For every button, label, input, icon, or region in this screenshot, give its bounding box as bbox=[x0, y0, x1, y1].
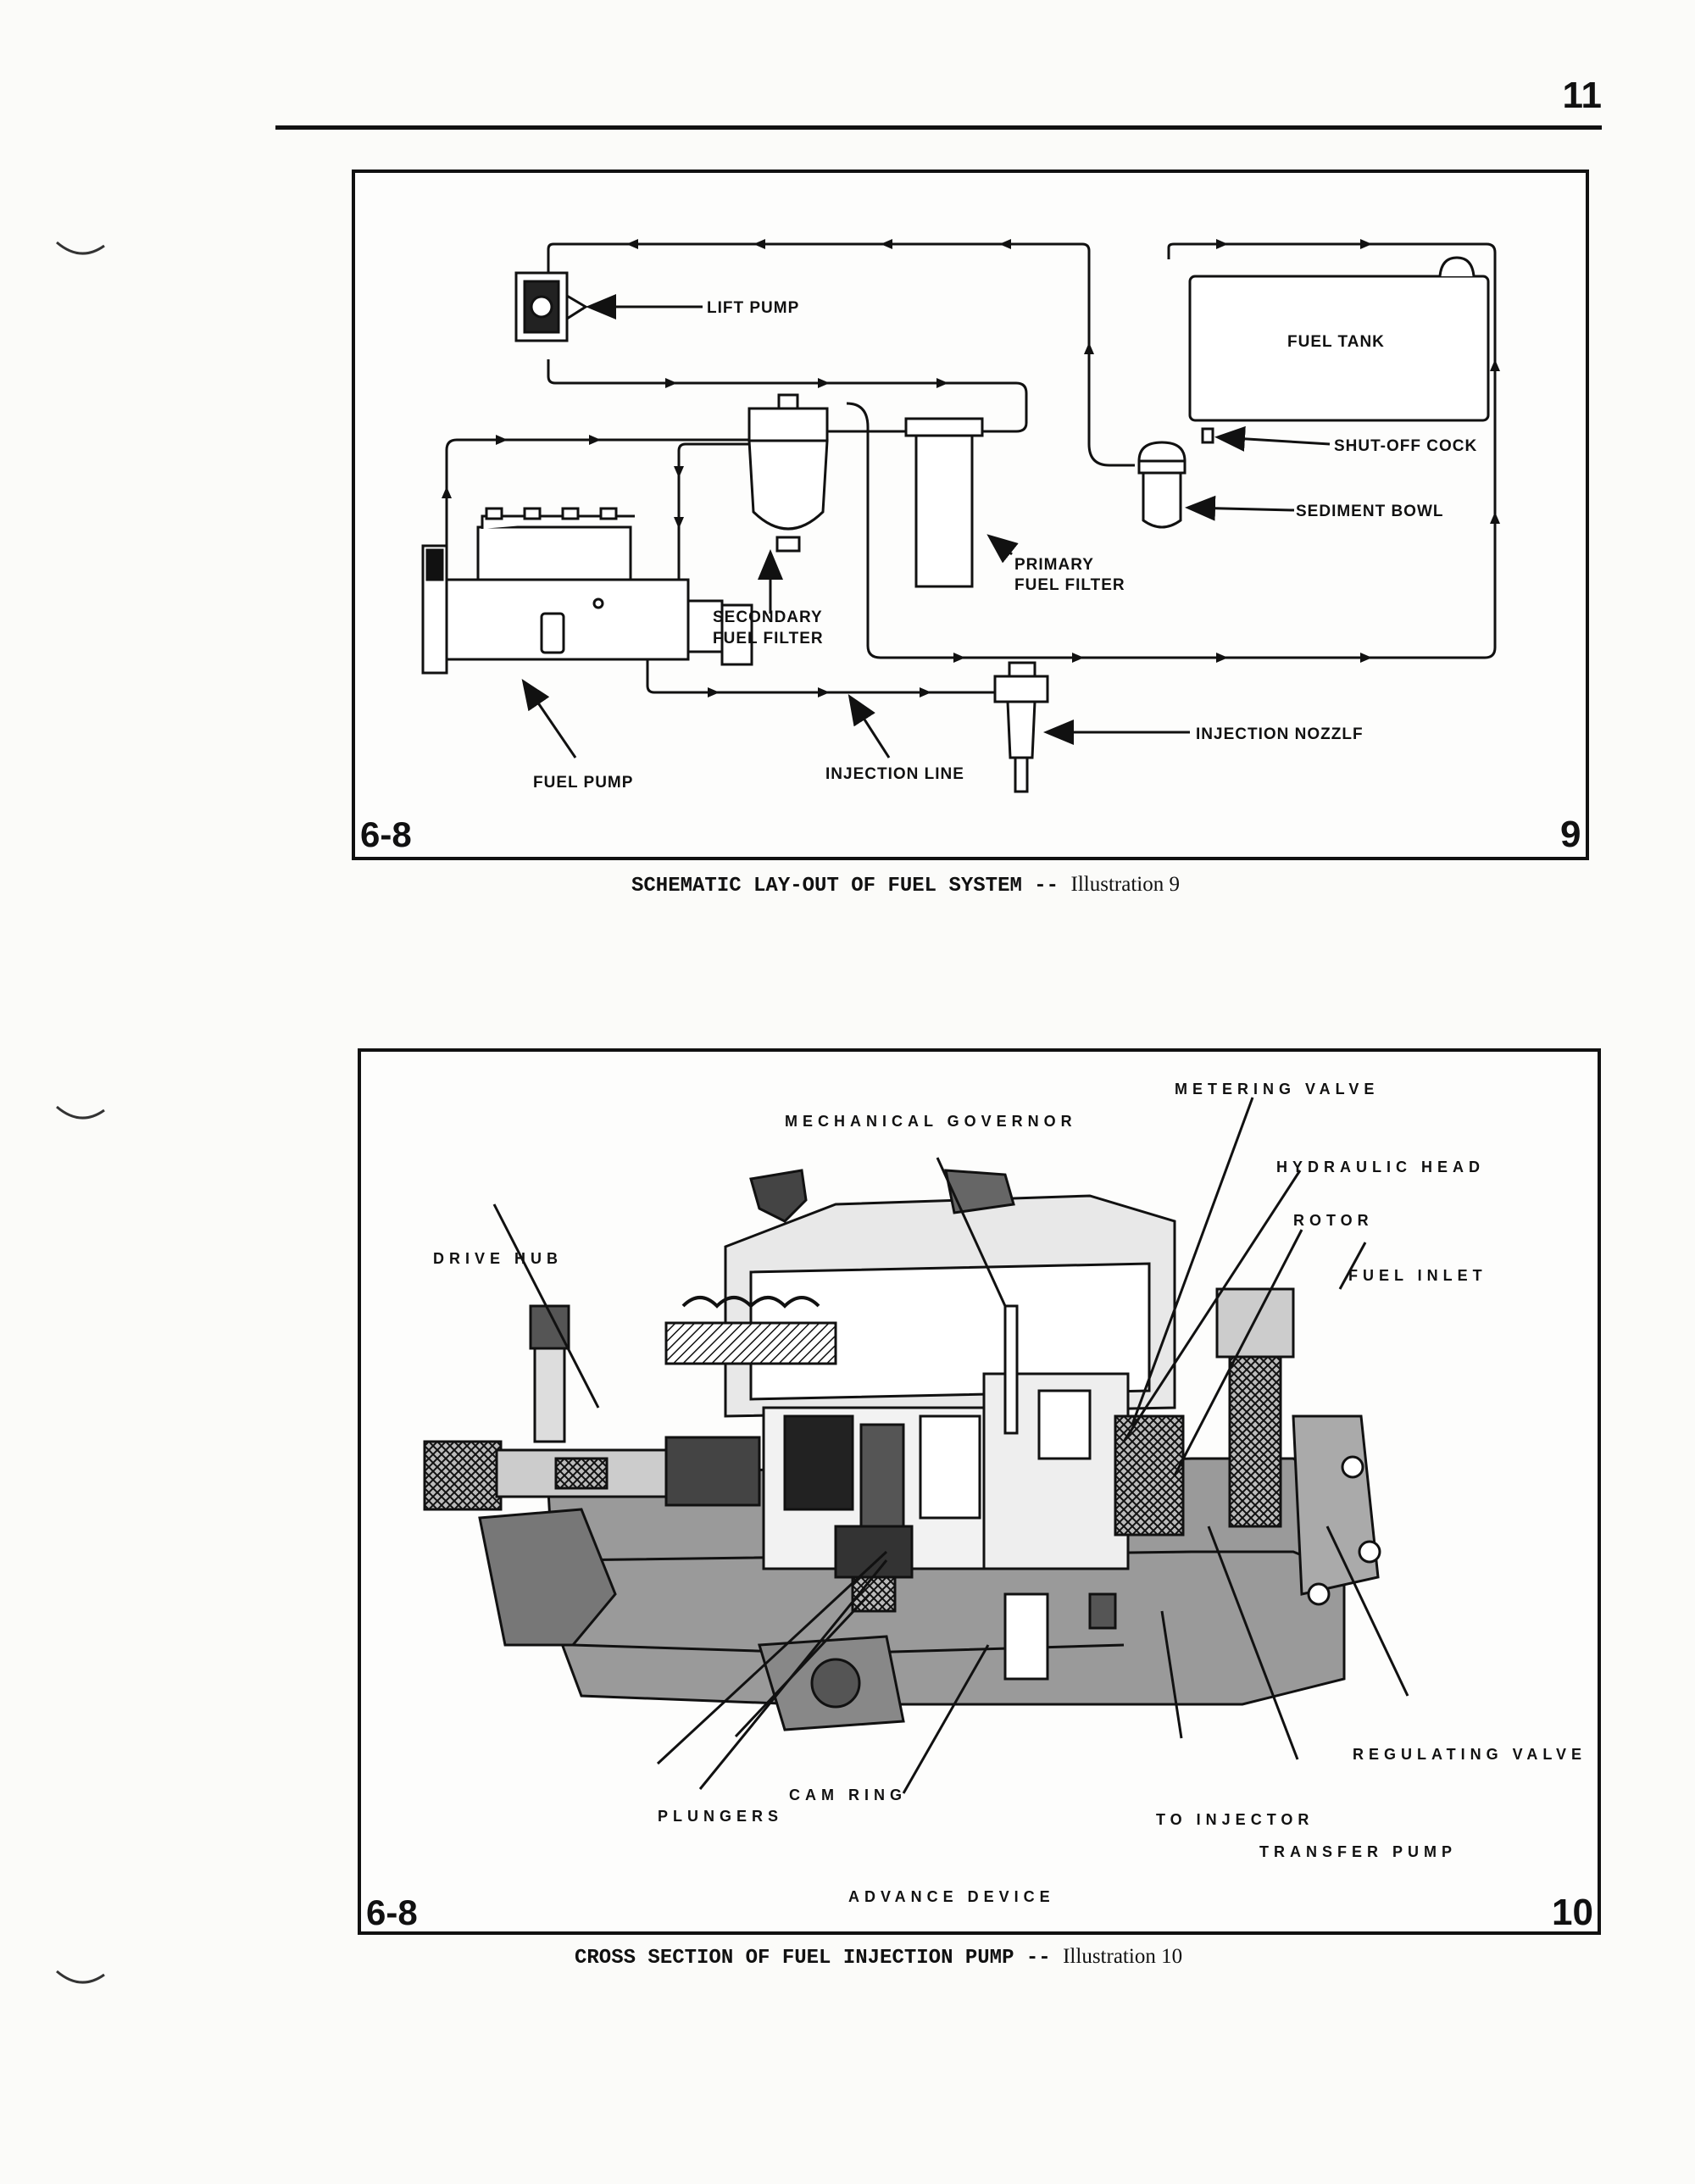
shut-off-cock-icon bbox=[1201, 427, 1214, 444]
label-rotor: ROTOR bbox=[1293, 1212, 1374, 1229]
label-fuel-pump: FUEL PUMP bbox=[533, 774, 633, 792]
header-rule bbox=[275, 125, 1602, 130]
label-primary-filter-2: FUEL FILTER bbox=[1014, 576, 1125, 594]
label-injection-nozzle: INJECTION NOZZLF bbox=[1196, 725, 1364, 743]
caption-text: SCHEMATIC LAY-OUT OF FUEL SYSTEM -- bbox=[631, 875, 1059, 897]
figure-number: 10 bbox=[1552, 1892, 1593, 1931]
label-regulating-valve: REGULATING VALVE bbox=[1353, 1746, 1587, 1763]
caption-illustration-ref: Illustration 10 bbox=[1063, 1945, 1183, 1968]
label-hydraulic-head: HYDRAULIC HEAD bbox=[1276, 1159, 1485, 1175]
label-secondary-filter-2: FUEL FILTER bbox=[713, 630, 824, 647]
label-injection-line: INJECTION LINE bbox=[825, 765, 964, 783]
label-cam-ring: CAM RING bbox=[789, 1787, 907, 1803]
fuel-tank-icon bbox=[1188, 256, 1490, 422]
figure-caption: SCHEMATIC LAY-OUT OF FUEL SYSTEM -- Illu… bbox=[631, 873, 1180, 897]
label-shut-off-cock: SHUT-OFF COCK bbox=[1334, 437, 1477, 455]
binding-mark-icon bbox=[56, 1970, 105, 1984]
page-number: 11 bbox=[1562, 75, 1602, 116]
binding-mark-icon bbox=[56, 1105, 105, 1120]
label-metering-valve: METERING VALVE bbox=[1175, 1081, 1379, 1098]
binding-mark-icon bbox=[56, 241, 105, 255]
label-to-injector: TO INJECTOR bbox=[1156, 1811, 1314, 1828]
label-fuel-inlet: FUEL INLET bbox=[1348, 1267, 1487, 1284]
caption-illustration-ref: Illustration 9 bbox=[1070, 873, 1180, 896]
section-code: 6-8 bbox=[366, 1892, 418, 1931]
label-secondary-filter-1: SECONDARY bbox=[713, 609, 823, 626]
fuel-system-schematic-figure: LIFT PUMP FUEL TANK SHUT-OFF COCK SEDIME… bbox=[352, 169, 1589, 860]
label-sediment-bowl: SEDIMENT BOWL bbox=[1296, 503, 1444, 520]
label-primary-filter-1: PRIMARY bbox=[1014, 556, 1094, 574]
label-fuel-tank: FUEL TANK bbox=[1287, 333, 1385, 351]
pump-body-icon bbox=[423, 1169, 1381, 1731]
sediment-bowl-icon bbox=[1137, 441, 1186, 529]
injection-pump-cross-section: METERING VALVE MECHANICAL GOVERNOR HYDRA… bbox=[366, 1081, 1593, 1931]
fuel-injection-pump-icon bbox=[421, 525, 753, 675]
label-advance-device: ADVANCE DEVICE bbox=[848, 1888, 1055, 1905]
caption-text: CROSS SECTION OF FUEL INJECTION PUMP -- bbox=[575, 1947, 1051, 1970]
primary-fuel-filter-icon bbox=[904, 417, 984, 588]
secondary-fuel-filter-icon bbox=[747, 393, 829, 553]
injector-pipes-icon bbox=[481, 507, 635, 529]
label-mechanical-governor: MECHANICAL GOVERNOR bbox=[785, 1113, 1077, 1130]
section-code: 6-8 bbox=[360, 814, 412, 854]
figure-number: 9 bbox=[1560, 814, 1581, 855]
label-plungers: PLUNGERS bbox=[658, 1808, 783, 1825]
figure-caption: CROSS SECTION OF FUEL INJECTION PUMP -- … bbox=[575, 1945, 1182, 1970]
label-lift-pump: LIFT PUMP bbox=[707, 299, 799, 317]
injection-pump-cross-section-figure: METERING VALVE MECHANICAL GOVERNOR HYDRA… bbox=[358, 1048, 1601, 1935]
label-drive-hub: DRIVE HUB bbox=[433, 1250, 563, 1267]
injection-nozzle-icon bbox=[993, 661, 1049, 793]
label-transfer-pump: TRANSFER PUMP bbox=[1259, 1843, 1457, 1860]
fuel-system-schematic: LIFT PUMP FUEL TANK SHUT-OFF COCK SEDIME… bbox=[360, 239, 1581, 855]
lift-pump-icon bbox=[514, 271, 588, 342]
